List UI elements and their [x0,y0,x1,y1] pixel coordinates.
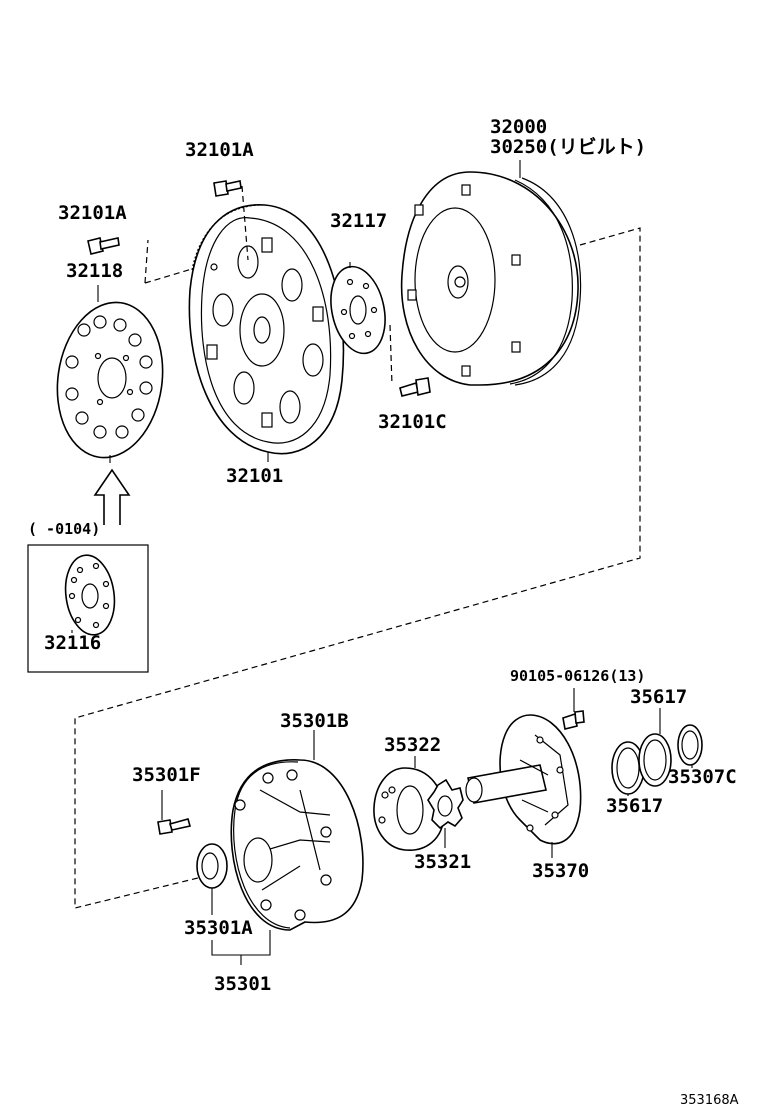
seal-ring-35617-b[interactable] [638,733,672,787]
label-32116: 32116 [44,632,101,654]
ring-gear-32101[interactable] [188,204,345,455]
torque-converter-32000[interactable] [400,171,582,386]
label-range: ( -0104) [28,520,100,538]
label-32117: 32117 [330,210,387,232]
label-32101A-left: 32101A [58,202,127,224]
label-35301A: 35301A [184,917,253,939]
stator-shaft-35370[interactable] [465,714,582,845]
label-32000: 32000 [490,116,547,138]
bolt-90105[interactable] [562,710,585,730]
label-32118: 32118 [66,260,123,282]
label-32101: 32101 [226,465,283,487]
label-35301F: 35301F [132,764,201,786]
seal-ring-35617-a[interactable] [611,741,645,795]
inset-box [27,544,149,673]
bolt-32101A-top[interactable] [213,180,242,197]
label-35617-bottom: 35617 [606,795,663,817]
label-90105: 90105-06126(13) [510,667,645,685]
label-32101C: 32101C [378,411,447,433]
label-35617-top: 35617 [630,686,687,708]
label-35370: 35370 [532,860,589,882]
gear-35321[interactable] [427,778,464,830]
label-35307C: 35307C [668,766,737,788]
group-outline [74,227,641,909]
plate-32116[interactable] [61,552,120,638]
gear-35322[interactable] [373,767,445,851]
bolt-path-c [389,324,393,386]
diagram-code: 353168A [680,1093,739,1108]
label-32101A-top: 32101A [185,139,254,161]
up-arrow [93,468,131,525]
bolt-32101A-left[interactable] [87,237,120,255]
label-35321: 35321 [414,851,471,873]
bolt-35301F[interactable] [157,818,192,835]
oil-seal-35301A[interactable] [196,843,228,889]
label-35301B: 35301B [280,710,349,732]
plate-32117[interactable] [323,262,392,359]
bolt-path-top [241,185,249,261]
label-35301: 35301 [214,973,271,995]
pump-body-35301B[interactable] [230,759,364,931]
label-35322: 35322 [384,734,441,756]
drive-plate-32118[interactable] [48,296,173,465]
seal-ring-35307C[interactable] [677,724,703,766]
bolt-32101C[interactable] [399,377,431,397]
label-30250: 30250(リビルト) [490,136,646,158]
